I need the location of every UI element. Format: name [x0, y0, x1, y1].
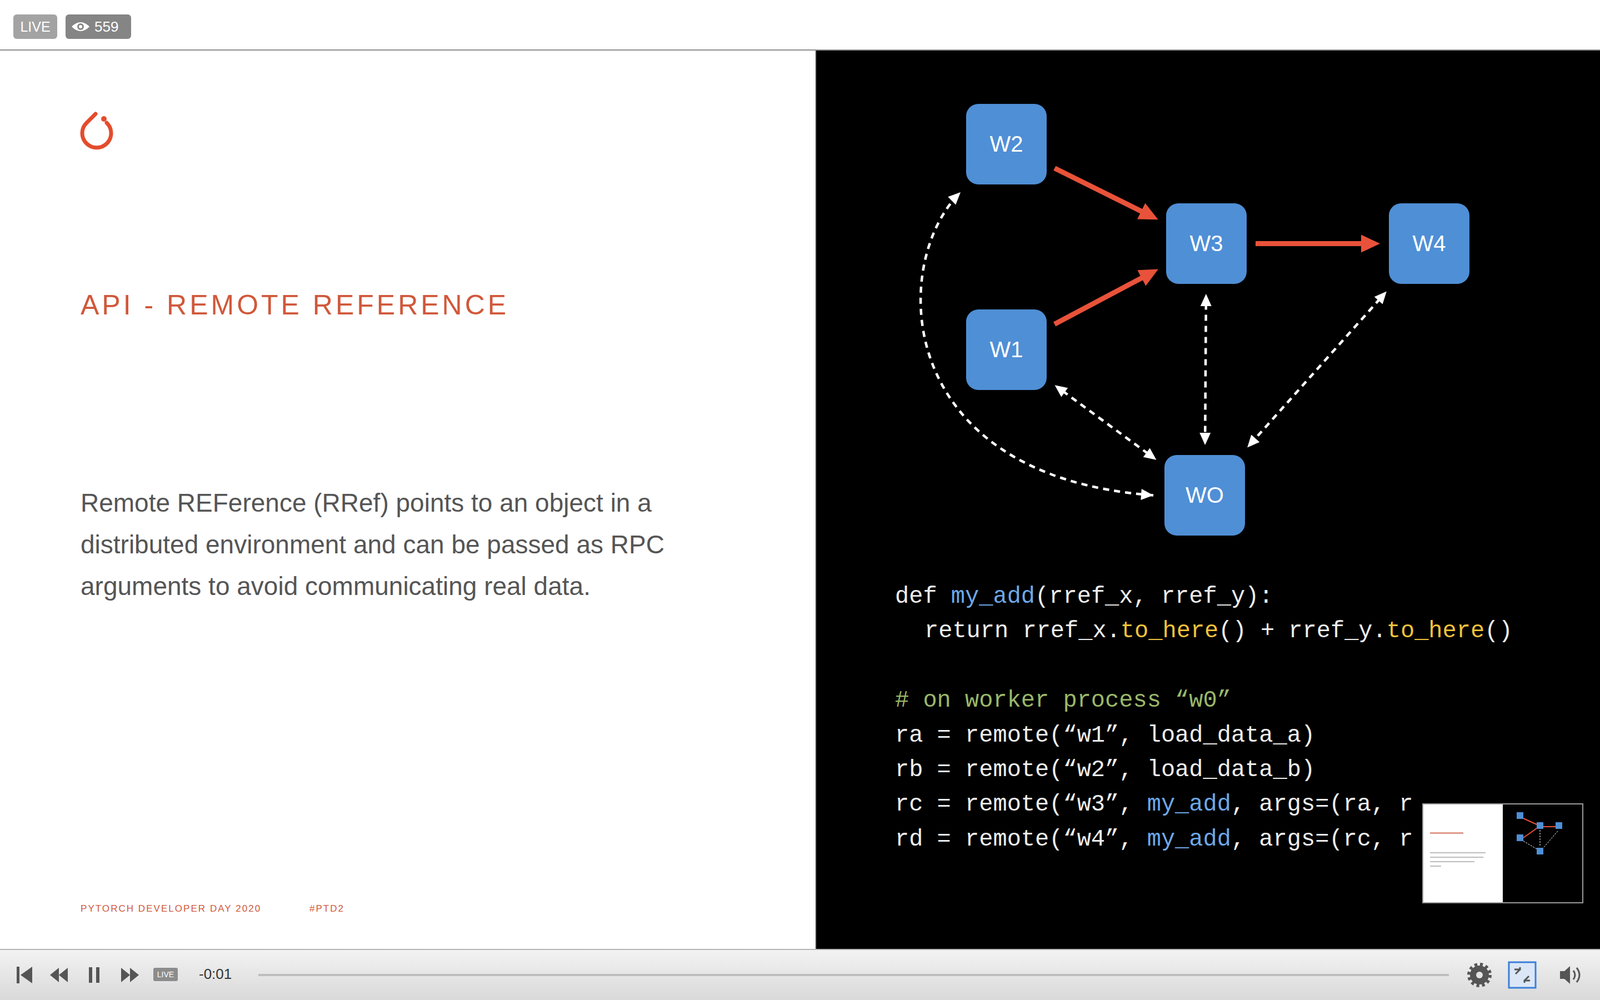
arrowhead [1361, 235, 1380, 253]
control-bar-edge [0, 948, 1600, 950]
worker-box: W2 [966, 103, 1047, 185]
viewer-count: 559 [94, 14, 129, 39]
thumb-line [1430, 861, 1475, 863]
worker-label: W4 [1412, 231, 1447, 257]
code-line: ra = remote(“w1”, load_data_a) [895, 718, 1315, 753]
skip-back-icon [20, 966, 33, 984]
code-line: rb = remote(“w2”, load_data_b) [895, 752, 1315, 788]
slide-title: API - REMOTE REFERENCE [80, 288, 509, 322]
footer-text: PYTORCH DEVELOPER DAY 2020 [80, 903, 262, 915]
arrowhead [1247, 434, 1260, 448]
thumb-box [1516, 812, 1524, 819]
flow-arrow [1255, 235, 1380, 253]
arrowhead [1199, 432, 1211, 445]
thumb-box [1536, 822, 1544, 829]
thumb-line [1430, 856, 1484, 858]
pause-icon [88, 967, 93, 983]
arrowhead [1055, 385, 1069, 397]
top-bar [0, 0, 1600, 51]
rewind-icon [58, 967, 68, 983]
pytorch-logo [72, 108, 123, 159]
rpc-connector [1055, 385, 1157, 460]
arrowhead [1137, 268, 1159, 286]
rewind-icon [50, 967, 59, 983]
eye-pupil [77, 23, 84, 30]
eye-icon [70, 18, 91, 35]
arrowhead [1140, 488, 1154, 500]
eye-outline [71, 22, 90, 32]
rpc-connector [1199, 293, 1212, 445]
eye-iris [78, 25, 83, 29]
flow-arrow-line [1054, 168, 1145, 214]
flow-arrow [1054, 268, 1159, 324]
thumb-left [1422, 803, 1503, 904]
settings-gear-hole [1476, 971, 1483, 979]
pause-icon [96, 967, 100, 983]
worker-label: WO [1185, 482, 1224, 508]
logo-dot [101, 116, 107, 122]
thumb-right [1502, 803, 1584, 904]
forward-icon [130, 967, 139, 983]
thumb-box [1555, 822, 1563, 829]
rpc-connector-line [1062, 391, 1149, 454]
live-mini-badge [153, 967, 178, 982]
thumb-arrow [1523, 818, 1537, 825]
worker-box: WO [1164, 455, 1245, 536]
fullscreen-exit-button [1508, 962, 1536, 988]
thumb-dash [1543, 831, 1558, 848]
flow-arrow [1054, 168, 1158, 220]
code-line: return rref_x.to_here() + rref_y.to_here… [924, 613, 1513, 649]
thumbnail-overlay [1422, 803, 1584, 904]
flow-arrow-line [1255, 241, 1365, 247]
thumb-line [1430, 852, 1486, 854]
rpc-connector [1247, 291, 1387, 448]
worker-label: W2 [990, 131, 1024, 157]
rpc-connector [920, 192, 1154, 500]
thumb-arrow [1523, 828, 1537, 838]
live-mini-text: LIVE [153, 967, 178, 982]
worker-box: W1 [966, 309, 1047, 390]
thumb-arrow [1543, 826, 1556, 828]
thumb-line [1430, 832, 1464, 834]
arrowhead [1200, 293, 1212, 307]
code-comment: # on worker process “w0” [895, 683, 1232, 718]
live-badge-text: LIVE [13, 14, 58, 39]
code-line: rd = remote(“w4”, my_add, args=(rc, r [895, 822, 1414, 857]
settings-gear-teeth [1468, 964, 1490, 986]
flow-arrow-line [1054, 276, 1145, 324]
thumb-line [1430, 865, 1442, 867]
rpc-connector-line [1205, 303, 1207, 436]
volume-waves [1573, 967, 1580, 983]
progress-track [258, 973, 1449, 977]
thumb-box [1536, 847, 1544, 855]
thumb-box [1516, 834, 1524, 842]
fullscreen-exit-icon [1514, 967, 1530, 983]
worker-box: W4 [1388, 203, 1470, 284]
time-display: -0:01 [198, 965, 232, 983]
footer-hashtag: #PTD2 [309, 903, 345, 915]
code-line: rc = remote(“w3”, my_add, args=(ra, r [895, 787, 1414, 822]
rpc-connector-line [1253, 298, 1380, 441]
arrowhead [947, 192, 961, 205]
arrowhead [1137, 203, 1159, 220]
body-text: Remote REFerence (RRef) points to an obj… [80, 482, 714, 608]
volume-icon [1560, 966, 1570, 984]
logo-flame [82, 113, 112, 148]
arrowhead [1374, 291, 1387, 304]
thumb-dash [1540, 830, 1541, 847]
worker-label: W3 [1190, 231, 1224, 257]
control-bar-ground [0, 948, 1600, 1000]
worker-label: W1 [990, 337, 1024, 363]
forward-icon [121, 967, 130, 983]
control-bar [0, 948, 1600, 1000]
worker-box: W3 [1166, 203, 1247, 284]
arrowhead [1143, 448, 1157, 460]
skip-back-icon [16, 966, 20, 984]
code-line: def my_add(rref_x, rref_y): [895, 579, 1274, 614]
thumb-dash [1523, 841, 1537, 849]
rpc-connector-line [920, 192, 1154, 496]
thumb-border [1422, 803, 1583, 903]
